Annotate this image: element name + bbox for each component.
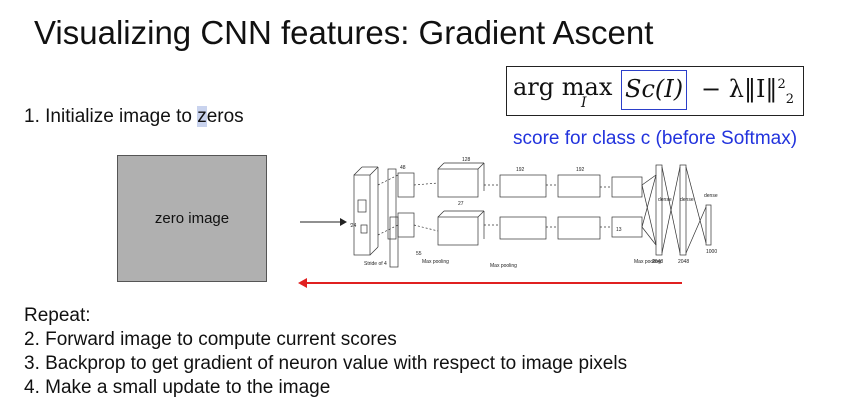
zero-image-label: zero image (154, 210, 230, 227)
formula-reg-sub: 2 (785, 91, 794, 107)
cnn-conv5-top (611, 176, 643, 198)
cnn-label-2048a: 2048 (652, 259, 663, 265)
cnn-conv1-bottom (389, 216, 399, 268)
cnn-label-13: 13 (616, 227, 622, 233)
step-1-text: 1. Initialize image to zeros (24, 106, 244, 128)
formula-argmax: arg max (513, 73, 613, 101)
cnn-label-dense3: dense (704, 193, 718, 199)
cnn-label-dense1: dense (658, 197, 672, 203)
cnn-conv3-top (499, 174, 547, 198)
cnn-label-55: 55 (416, 251, 422, 257)
cnn-architecture-diagram: 224 Stride of 4 48 55 27 Max pooling 128… (350, 157, 718, 269)
step-4-text: 4. Make a small update to the image (24, 377, 331, 398)
objective-formula: arg max I Sc(I) − λ‖I‖22 (507, 67, 803, 115)
cnn-label-192a: 192 (516, 167, 525, 173)
step-2-text: 2. Forward image to compute current scor… (24, 329, 397, 350)
step-1-suffix: eros (206, 106, 244, 127)
formula-reg-sup: 2 (777, 77, 786, 92)
repeat-steps: Repeat: 2. Forward image to compute curr… (24, 304, 627, 400)
cnn-conv1-top (387, 168, 397, 240)
cnn-label-128: 128 (462, 157, 471, 163)
cnn-label-pooling3: Max pooling (634, 259, 661, 265)
cnn-dense1 (655, 164, 663, 256)
cnn-conv4-top (557, 174, 601, 198)
zero-image: zero image (117, 155, 267, 282)
cnn-conv3-bottom (499, 216, 547, 240)
cnn-conv2-top (437, 168, 479, 198)
cnn-label-dense2: dense (680, 197, 694, 203)
formula-regularizer: − λ‖I‖22 (701, 75, 794, 107)
score-caption: score for class c (before Softmax) (513, 128, 798, 149)
cnn-conv2-bottom (437, 216, 479, 246)
cnn-input-volume (353, 174, 371, 256)
formula-class-score: Sc(I) (621, 70, 688, 110)
step-1-highlight: z (197, 106, 207, 127)
formula-regularizer-body: − λ‖I‖ (701, 75, 778, 103)
formula-argmax-subscript: I (581, 95, 587, 111)
cnn-label-1000: 1000 (706, 249, 717, 255)
slide-title: Visualizing CNN features: Gradient Ascen… (34, 14, 654, 51)
cnn-conv4-bottom (557, 216, 601, 240)
step-1-prefix: 1. Initialize image to (24, 106, 198, 127)
step-3-text: 3. Backprop to get gradient of neuron va… (24, 353, 628, 374)
cnn-label-192b: 192 (576, 167, 585, 173)
cnn-label-pooling1: Max pooling (422, 259, 449, 265)
cnn-label-27: 27 (458, 201, 464, 207)
cnn-label-stride: Stride of 4 (364, 261, 387, 267)
repeat-heading: Repeat: (24, 305, 91, 326)
cnn-dense3 (705, 204, 712, 246)
cnn-label-48: 48 (400, 165, 406, 171)
cnn-dense2 (679, 164, 687, 256)
forward-arrow-icon (300, 218, 347, 226)
objective-formula-box: arg max I Sc(I) − λ‖I‖22 (506, 66, 804, 116)
cnn-label-2048b: 2048 (678, 259, 689, 265)
cnn-label-224: 224 (350, 223, 357, 229)
cnn-label-pooling2: Max pooling (490, 263, 517, 269)
backprop-arrow-icon (298, 278, 682, 288)
